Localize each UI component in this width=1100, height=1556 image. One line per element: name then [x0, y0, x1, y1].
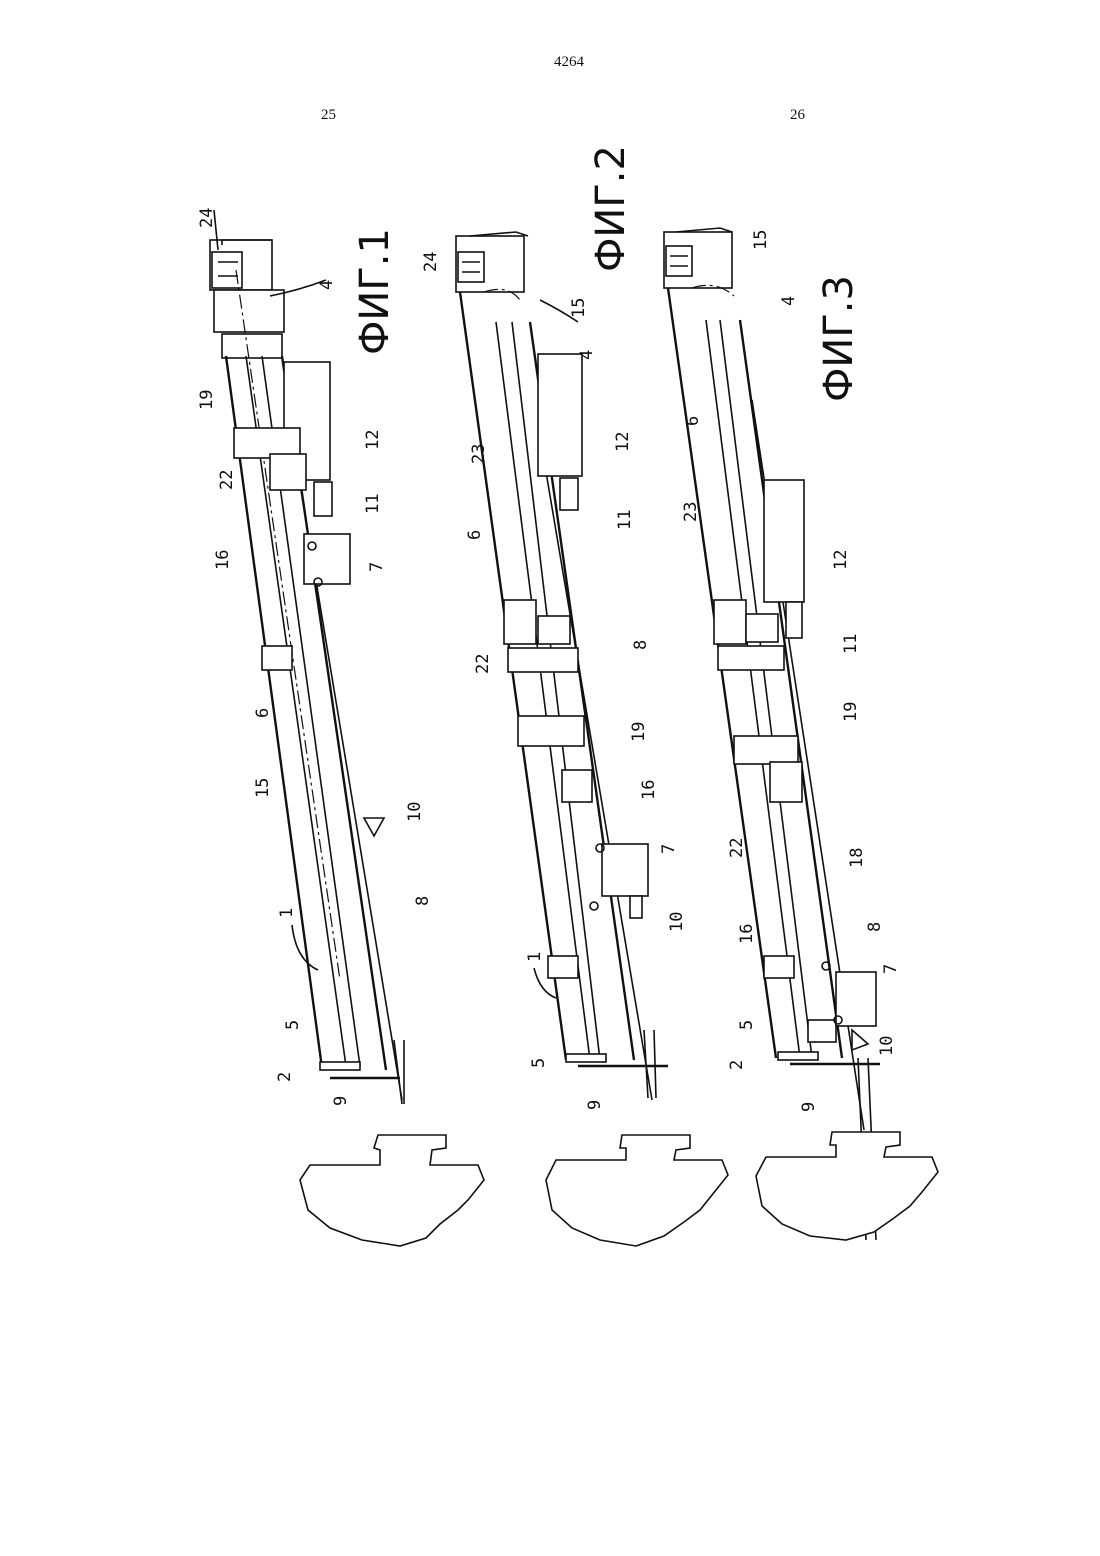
fig2-workpiece — [546, 1135, 728, 1246]
fig2-label-10: 10 — [667, 912, 687, 932]
fig1-label-6: 6 — [253, 708, 273, 718]
fig3-label-9: 9 — [799, 1102, 819, 1112]
fig2-label-23: 23 — [469, 444, 489, 464]
fig3-caption: ФИГ.3 — [816, 275, 862, 402]
fig1-label-22: 22 — [217, 470, 237, 490]
fig1-label-2: 2 — [275, 1072, 295, 1082]
fig3-label-4: 4 — [779, 296, 799, 306]
fig3-label-22: 22 — [727, 838, 747, 858]
fig2-label-4: 4 — [577, 350, 597, 360]
fig1-label-16: 16 — [213, 550, 233, 570]
fig3-workpiece — [756, 1132, 938, 1240]
fig3-label-23: 23 — [681, 502, 701, 522]
fig3-label-11: 11 — [841, 634, 861, 654]
figure-3: 15 4 6 23 12 11 19 22 18 16 8 5 7 2 10 9… — [664, 228, 938, 1240]
fig1-label-11: 11 — [363, 494, 383, 514]
figure-1: 24 4 19 12 22 11 16 7 6 15 10 1 8 5 2 9 … — [197, 208, 484, 1246]
fig2-label-9: 9 — [585, 1100, 605, 1110]
fig1-label-9: 9 — [331, 1096, 351, 1106]
fig2-label-5: 5 — [529, 1058, 549, 1068]
fig1-workpiece — [300, 1135, 484, 1246]
fig2-label-22: 22 — [473, 654, 493, 674]
fig2-label-19: 19 — [629, 722, 649, 742]
fig2-caption: ФИГ.2 — [588, 145, 634, 272]
fig3-label-15: 15 — [751, 230, 771, 250]
fig1-label-12: 12 — [363, 430, 383, 450]
fig3-label-2: 2 — [727, 1060, 747, 1070]
fig3-label-10: 10 — [877, 1036, 897, 1056]
fig2-label-1: 1 — [525, 952, 545, 962]
fig1-label-1: 1 — [277, 908, 297, 918]
fig1-caption: ФИГ.1 — [352, 228, 398, 355]
fig2-label-15: 15 — [569, 298, 589, 318]
fig3-label-8: 8 — [865, 922, 885, 932]
fig2-label-11: 11 — [615, 510, 635, 530]
fig2-label-16: 16 — [639, 780, 659, 800]
fig1-device-body — [210, 240, 404, 1104]
fig1-label-8: 8 — [413, 896, 433, 906]
fig2-label-8: 8 — [631, 640, 651, 650]
fig2-label-6: 6 — [465, 530, 485, 540]
fig3-label-16: 16 — [737, 924, 757, 944]
fig2-label-12: 12 — [613, 432, 633, 452]
fig3-label-7: 7 — [881, 964, 901, 974]
figure-2: 24 15 4 23 12 6 11 22 8 19 16 7 10 1 5 9… — [421, 145, 728, 1246]
fig1-label-10: 10 — [405, 802, 425, 822]
fig1-label-5: 5 — [283, 1020, 303, 1030]
fig1-label-4: 4 — [317, 280, 337, 290]
fig2-label-7: 7 — [659, 844, 679, 854]
fig3-label-18: 18 — [847, 848, 867, 868]
fig1-label-19: 19 — [197, 390, 217, 410]
fig3-label-12: 12 — [831, 550, 851, 570]
fig3-label-5: 5 — [737, 1020, 757, 1030]
fig2-label-24: 24 — [421, 252, 441, 272]
fig1-label-15: 15 — [253, 778, 273, 798]
fig1-label-7: 7 — [367, 562, 387, 572]
fig3-label-6: 6 — [683, 416, 703, 426]
fig3-label-19: 19 — [841, 702, 861, 722]
